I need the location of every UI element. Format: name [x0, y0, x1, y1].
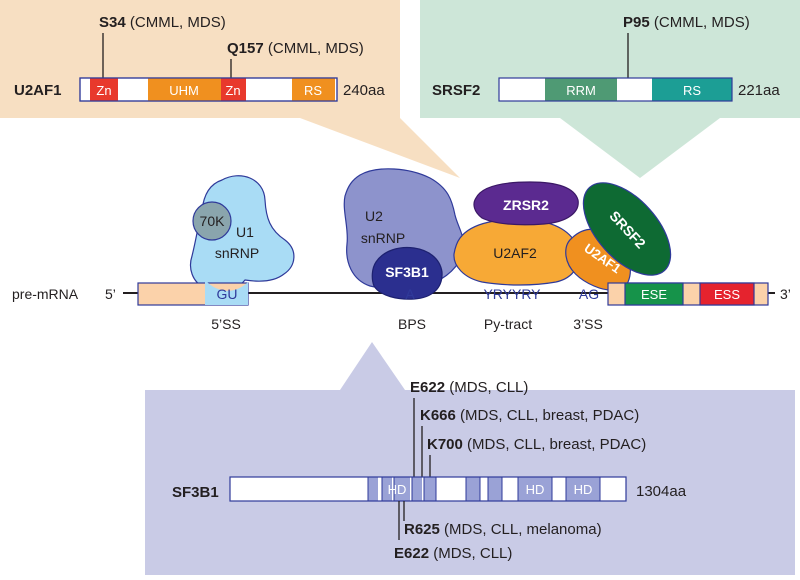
sf3b1-protein-label: SF3B1 [385, 264, 429, 280]
site-3ss: 3’SS [573, 316, 603, 332]
u2af1-protein-name: U2AF1 [14, 82, 62, 99]
srsf2-bar-outline [498, 77, 733, 102]
sf3b1-mut-bottom-2-diseases: (MDS, CLL) [429, 545, 512, 562]
sf3b1-mut-top-2-residue: K666 [420, 407, 456, 424]
sf3b1-hd-block-2 [382, 477, 392, 501]
site-5ss: 5’SS [211, 316, 241, 332]
u2af1-mut1-residue: S34 [99, 14, 126, 31]
sf3b1-hd-block-8 [518, 477, 552, 501]
sf3b1-mut-bottom-1: R625 (MDS, CLL, melanoma) [404, 521, 602, 538]
sf3b1-mut-top-1: E622 (MDS, CLL) [410, 379, 528, 396]
u2af1-mut1-diseases: (CMML, MDS) [126, 14, 226, 31]
u1-70k-subunit [192, 201, 232, 241]
u2-label-line1: U2 [365, 208, 383, 224]
u2af2-protein-label: U2AF2 [493, 245, 537, 261]
u2af1-mut2-diseases: (CMML, MDS) [264, 40, 364, 57]
u1-label-line2: snRNP [215, 245, 259, 261]
srsf2-rs-domain [652, 78, 732, 101]
u2af1-zn-label-1: Zn [96, 83, 111, 98]
srsf2-rs-label: RS [683, 83, 701, 98]
sf3b1-protein-name: SF3B1 [172, 484, 219, 501]
zrsr2-protein-label: ZRSR2 [503, 197, 549, 213]
sf3b1-mut-bottom-1-residue: R625 [404, 521, 440, 538]
sf3b1-hd-dividers [367, 477, 601, 501]
ess-label: ESS [714, 287, 740, 302]
u2af1-mut2-residue: Q157 [227, 40, 264, 57]
srsf2-mut1-diseases: (CMML, MDS) [650, 14, 750, 31]
sf3b1-panel [145, 342, 795, 575]
u2af1-length: 240aa [343, 82, 385, 99]
u2af1-mutation-q157: Q157 (CMML, MDS) [227, 40, 364, 57]
u2af1-rs-label: RS [304, 83, 322, 98]
ese-element [624, 282, 684, 306]
sf3b1-hd-block-4 [412, 477, 422, 501]
srsf2-rrm-domain [545, 78, 617, 101]
zrsr2-protein [473, 181, 579, 226]
u2af1-zn-label-2: Zn [225, 83, 240, 98]
srsf2-mut1-residue: P95 [623, 14, 650, 31]
sf3b1-mut-top-1-residue: E622 [410, 379, 445, 396]
sf3b1-mut-top-1-diseases: (MDS, CLL) [445, 379, 528, 396]
ag-motif: AG [579, 286, 599, 302]
u2af1-uhm-domain [148, 78, 221, 101]
sf3b1-hd-block-1 [368, 477, 378, 501]
sf3b1-hd-label-1: HD [388, 482, 407, 497]
srsf2-protein-name: SRSF2 [432, 82, 480, 99]
u2af1-bar-outline [79, 77, 338, 102]
srsf2-rrm-label: RRM [566, 83, 596, 98]
sf3b1-hd-block-5 [424, 477, 436, 501]
sf3b1-hd-block-6 [466, 477, 480, 501]
sf3b1-mut-top-3: K700 (MDS, CLL, breast, PDAC) [427, 436, 646, 453]
sf3b1-hd-label-3: HD [574, 482, 593, 497]
u1-label-line1: U1 [236, 224, 254, 240]
sf3b1-hd-block-9 [566, 477, 600, 501]
u1-70k-label: 70K [200, 213, 226, 229]
u2-label-line2: snRNP [361, 230, 405, 246]
u2af1-mutation-s34: S34 (CMML, MDS) [99, 14, 226, 31]
pre-mrna-3prime: 3’ [780, 286, 791, 302]
sf3b1-hd-block-3 [394, 477, 410, 501]
site-py-tract: Py-tract [484, 316, 532, 332]
sf3b1-mut-top-2: K666 (MDS, CLL, breast, PDAC) [420, 407, 639, 424]
sf3b1-hd-label-2: HD [526, 482, 545, 497]
sf3b1-hd-block-7 [488, 477, 502, 501]
branch-a: A [405, 286, 415, 302]
ess-element [699, 282, 755, 306]
pre-mrna-5prime: 5’ [105, 286, 116, 302]
py-motif: YRYYRY [483, 286, 541, 302]
sf3b1-bar-outline [229, 476, 627, 502]
u2af1-zn-domain-2 [221, 78, 246, 101]
sf3b1-mut-top-3-diseases: (MDS, CLL, breast, PDAC) [463, 436, 646, 453]
u1-snrnp-lower [205, 280, 248, 305]
u2af1-rs-domain [292, 78, 335, 101]
ese-label: ESE [641, 287, 667, 302]
srsf2-protein [582, 182, 672, 276]
sf3b1-mut-bottom-2: E622 (MDS, CLL) [394, 545, 512, 562]
sf3b1-mut-bottom-1-diseases: (MDS, CLL, melanoma) [440, 521, 602, 538]
gu-motif: GU [217, 286, 238, 302]
u2af1-uhm-label: UHM [169, 83, 199, 98]
srsf2-mutation-p95: P95 (CMML, MDS) [623, 14, 750, 31]
sf3b1-mut-top-2-diseases: (MDS, CLL, breast, PDAC) [456, 407, 639, 424]
pre-mrna-label: pre-mRNA [12, 286, 79, 302]
site-bps: BPS [398, 316, 426, 332]
sf3b1-protein [371, 246, 443, 300]
sf3b1-mut-bottom-2-residue: E622 [394, 545, 429, 562]
srsf2-length: 221aa [738, 82, 780, 99]
u2af1-zn-domain-1 [90, 78, 118, 101]
sf3b1-mut-top-3-residue: K700 [427, 436, 463, 453]
sf3b1-length: 1304aa [636, 483, 687, 500]
